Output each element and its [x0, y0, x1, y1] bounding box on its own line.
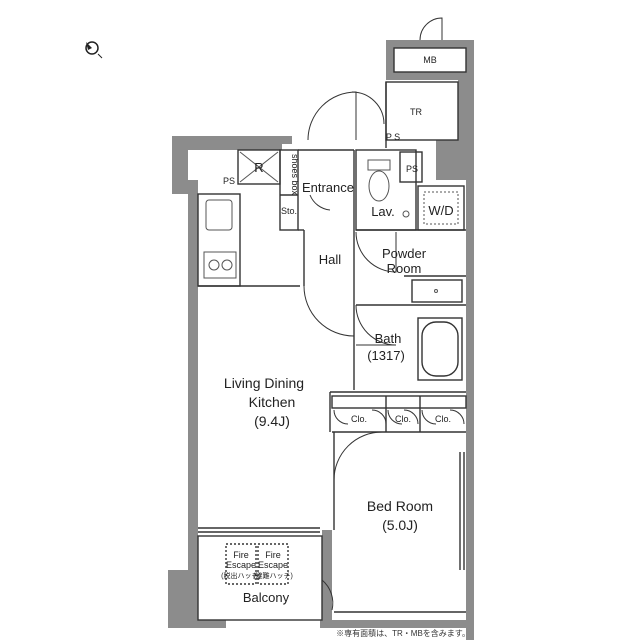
bedroom-label: Bed Room: [367, 498, 433, 514]
balcony-label: Balcony: [243, 590, 290, 605]
bath-label: Bath: [375, 331, 402, 346]
doors: [303, 17, 465, 611]
refrigerator-label: R: [254, 160, 263, 175]
fire-escape-1-line1: Fire: [233, 550, 249, 560]
powder-label-line2: Room: [387, 261, 422, 276]
ldk-label-line2: Kitchen: [249, 394, 296, 410]
basin-icon: [402, 210, 410, 218]
ps-left-label: PS: [223, 176, 235, 186]
lav-label: Lav.: [371, 204, 395, 219]
fire-escape-2-line3: (避難ハッチ): [253, 571, 293, 580]
north-arrow-icon: [85, 41, 103, 59]
shoes-box-label: shoes box: [290, 154, 300, 196]
storage-label: Sto.: [281, 206, 297, 216]
refrigerator-icon: [239, 151, 279, 183]
powder-label-line1: Powder: [382, 246, 427, 261]
hall-label: Hall: [319, 252, 342, 267]
ps-right-label: PS: [406, 164, 418, 174]
fire-escape-1-line3: (脱出ハッチ): [221, 571, 261, 580]
closet-1-label: Clo.: [351, 414, 367, 424]
ldk-size: (9.4J): [254, 413, 290, 429]
closet-2-label: Clo.: [395, 414, 411, 424]
fire-escape-2-line1: Fire: [265, 550, 281, 560]
ps-top-label: P S: [386, 132, 400, 142]
toilet-icon: [367, 159, 391, 202]
entrance-label: Entrance: [302, 180, 354, 195]
wd-label: W/D: [428, 203, 453, 218]
partitions: [197, 47, 467, 621]
tr-label: TR: [410, 107, 422, 117]
area-footnote: ※専有面積は、TR・MBを含みます。: [336, 628, 470, 638]
fire-escape-2-line2: Escape: [258, 560, 288, 570]
closet-3-label: Clo.: [435, 414, 451, 424]
bath-size: (1317): [367, 348, 405, 363]
stove-icon: [203, 251, 237, 279]
walls: [168, 40, 474, 640]
room-labels: MB TR P S PS PS R shoes box Sto. Entranc…: [221, 55, 470, 638]
ldk-label-line1: Living Dining: [224, 375, 304, 391]
fire-escape-1-line2: Escape: [226, 560, 256, 570]
fixtures: [203, 151, 459, 293]
sink-icon: [205, 199, 233, 231]
bedroom-size: (5.0J): [382, 517, 418, 533]
mb-label: MB: [423, 55, 437, 65]
